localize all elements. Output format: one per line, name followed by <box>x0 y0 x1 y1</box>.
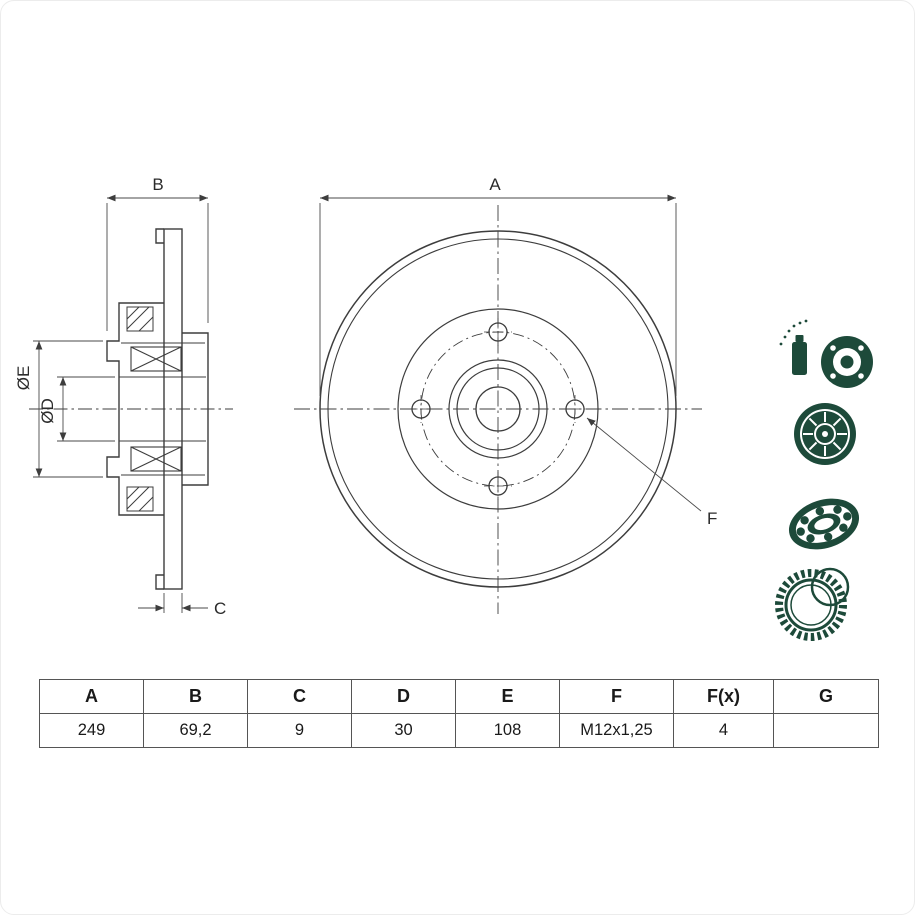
dim-header-d: D <box>351 679 456 714</box>
bearing-race-lines <box>119 342 206 476</box>
disc-bottom-lip <box>155 574 164 590</box>
dim-value-a: 249 <box>39 713 144 748</box>
dim-label-c: C <box>214 599 226 618</box>
dim-value-fx: 4 <box>673 713 774 748</box>
f-leader-line <box>586 417 702 512</box>
dim-label-b: B <box>152 175 163 194</box>
brake-disc-drawing: B ØE ØD C <box>14 175 873 641</box>
dim-label-d: ØD <box>38 398 57 424</box>
dim-label-f: F <box>707 509 717 528</box>
disc-top-lip <box>155 228 164 244</box>
spray-and-hub-icon <box>779 319 873 388</box>
bearing-roller-top <box>130 346 182 372</box>
front-centerlines <box>294 205 702 614</box>
wheel-stud-bottom <box>126 486 154 512</box>
wheel-bearing-icon <box>788 498 860 550</box>
dimension-table: A B C D E F F(x) G 249 69,2 9 30 108 M12… <box>39 679 879 748</box>
abs-tone-ring-icon <box>775 567 850 641</box>
table-header-row: A B C D E F F(x) G <box>39 679 879 714</box>
hub-outline <box>106 302 164 516</box>
section-dimensions <box>33 194 209 613</box>
dim-label-e: ØE <box>14 366 33 391</box>
front-view <box>294 205 702 614</box>
dim-header-fx: F(x) <box>673 679 774 714</box>
dim-value-e: 108 <box>455 713 560 748</box>
dim-value-b: 69,2 <box>143 713 248 748</box>
dim-header-e: E <box>455 679 560 714</box>
dim-value-c: 9 <box>247 713 352 748</box>
dim-header-c: C <box>247 679 352 714</box>
dim-header-g: G <box>773 679 879 714</box>
bearing-roller-bottom <box>130 446 182 472</box>
dim-header-b: B <box>143 679 248 714</box>
bolt-circle <box>420 331 576 487</box>
table-value-row: 249 69,2 9 30 108 M12x1,25 4 <box>39 713 879 748</box>
front-dimension-a <box>319 194 677 396</box>
dim-header-a: A <box>39 679 144 714</box>
dim-value-d: 30 <box>351 713 456 748</box>
dim-value-f: M12x1,25 <box>559 713 674 748</box>
cross-section-view <box>29 228 233 590</box>
dim-value-g <box>773 713 879 748</box>
dim-label-a: A <box>489 175 501 194</box>
dim-header-f: F <box>559 679 674 714</box>
brake-disc-icon <box>794 403 856 465</box>
wheel-stud-top <box>126 306 154 332</box>
